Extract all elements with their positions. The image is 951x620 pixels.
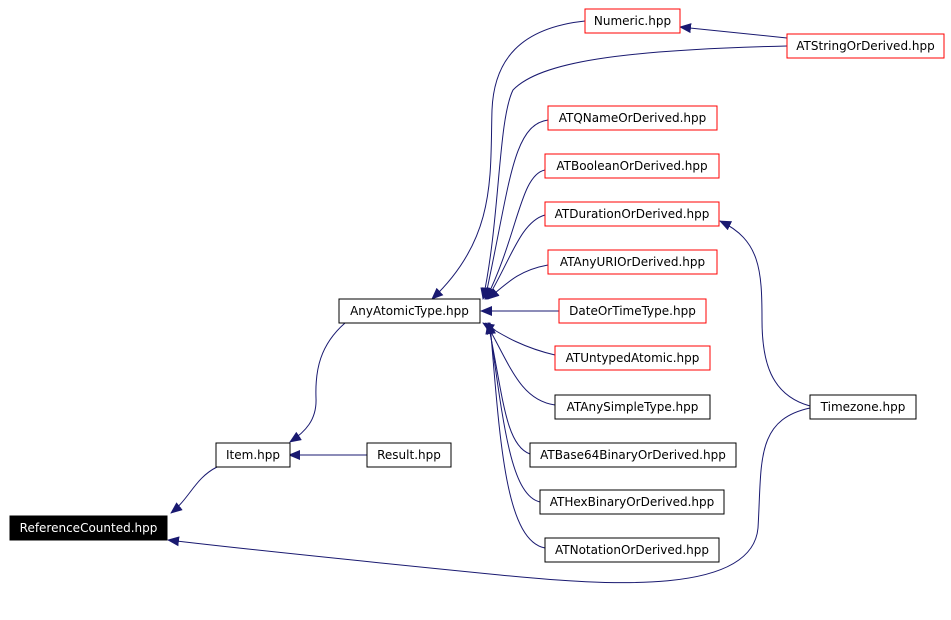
node-label: AnyAtomicType.hpp (350, 304, 469, 318)
node-result[interactable]: Result.hpp (366, 442, 452, 468)
edge-atnotationorderived-to-anyatomictype (485, 322, 546, 549)
node-label: ATNotationOrDerived.hpp (555, 543, 709, 557)
edge-atqnameorderived-to-anyatomictype (482, 119, 549, 300)
node-atdurationorderived[interactable]: ATDurationOrDerived.hpp (544, 201, 720, 227)
edge-numeric-to-anyatomictype (431, 20, 586, 300)
node-atanyuriorderived[interactable]: ATAnyURIOrDerived.hpp (547, 249, 718, 275)
edge-atstringorderived-to-numeric (679, 23, 788, 39)
node-athexbinaryorderived[interactable]: ATHexBinaryOrDerived.hpp (539, 489, 725, 515)
edge-atanysimpletype-to-anyatomictype (485, 322, 556, 406)
node-label: ATQNameOrDerived.hpp (559, 111, 706, 125)
node-label: ATUntypedAtomic.hpp (566, 351, 700, 365)
node-atqnameorderived[interactable]: ATQNameOrDerived.hpp (547, 105, 718, 131)
node-atnotationorderived[interactable]: ATNotationOrDerived.hpp (544, 537, 720, 563)
edge-item-to-referencecounted (170, 466, 218, 514)
node-label: ATStringOrDerived.hpp (796, 39, 934, 53)
edge-timezone-to-atdurationorderived (719, 220, 811, 407)
node-atuntypedatomic[interactable]: ATUntypedAtomic.hpp (554, 345, 711, 371)
edge-atanyuriorderived-to-anyatomictype (487, 264, 549, 300)
edges (167, 20, 811, 584)
node-atbooleanorderived[interactable]: ATBooleanOrDerived.hpp (544, 153, 720, 179)
node-atanysimpletype[interactable]: ATAnySimpleType.hpp (554, 394, 711, 420)
nodes: ReferenceCounted.hpp Item.hpp Result.hpp… (9, 8, 945, 563)
node-label: ATBooleanOrDerived.hpp (556, 159, 707, 173)
node-timezone[interactable]: Timezone.hpp (809, 394, 917, 420)
edge-atbase64binaryorderived-to-anyatomictype (485, 322, 531, 455)
node-label: ReferenceCounted.hpp (20, 521, 158, 535)
node-label: Numeric.hpp (594, 14, 671, 28)
node-label: Timezone.hpp (820, 400, 906, 414)
node-label: DateOrTimeType.hpp (569, 304, 696, 318)
node-label: ATBase64BinaryOrDerived.hpp (540, 448, 726, 462)
edge-atdurationorderived-to-anyatomictype (486, 214, 546, 300)
edge-atbooleanorderived-to-anyatomictype (485, 169, 546, 300)
edge-atstringorderived-to-anyatomictype (480, 45, 788, 300)
node-anyatomictype[interactable]: AnyAtomicType.hpp (338, 298, 481, 324)
node-label: ATAnyURIOrDerived.hpp (560, 255, 705, 269)
node-label: ATDurationOrDerived.hpp (555, 207, 710, 221)
node-dateortimetype[interactable]: DateOrTimeType.hpp (558, 298, 707, 324)
node-label: Result.hpp (377, 448, 441, 462)
edge-timezone-to-referencecounted (167, 407, 811, 584)
node-label: Item.hpp (226, 448, 280, 462)
node-referencecounted[interactable]: ReferenceCounted.hpp (9, 515, 168, 541)
node-label: ATAnySimpleType.hpp (567, 400, 699, 414)
edge-athexbinaryorderived-to-anyatomictype (485, 322, 541, 503)
node-atbase64binaryorderived[interactable]: ATBase64BinaryOrDerived.hpp (529, 442, 737, 468)
node-item[interactable]: Item.hpp (215, 442, 291, 468)
node-numeric[interactable]: Numeric.hpp (584, 8, 681, 34)
edge-anyatomictype-to-item (289, 322, 346, 443)
node-label: ATHexBinaryOrDerived.hpp (550, 495, 715, 509)
node-atstringorderived[interactable]: ATStringOrDerived.hpp (786, 33, 945, 59)
